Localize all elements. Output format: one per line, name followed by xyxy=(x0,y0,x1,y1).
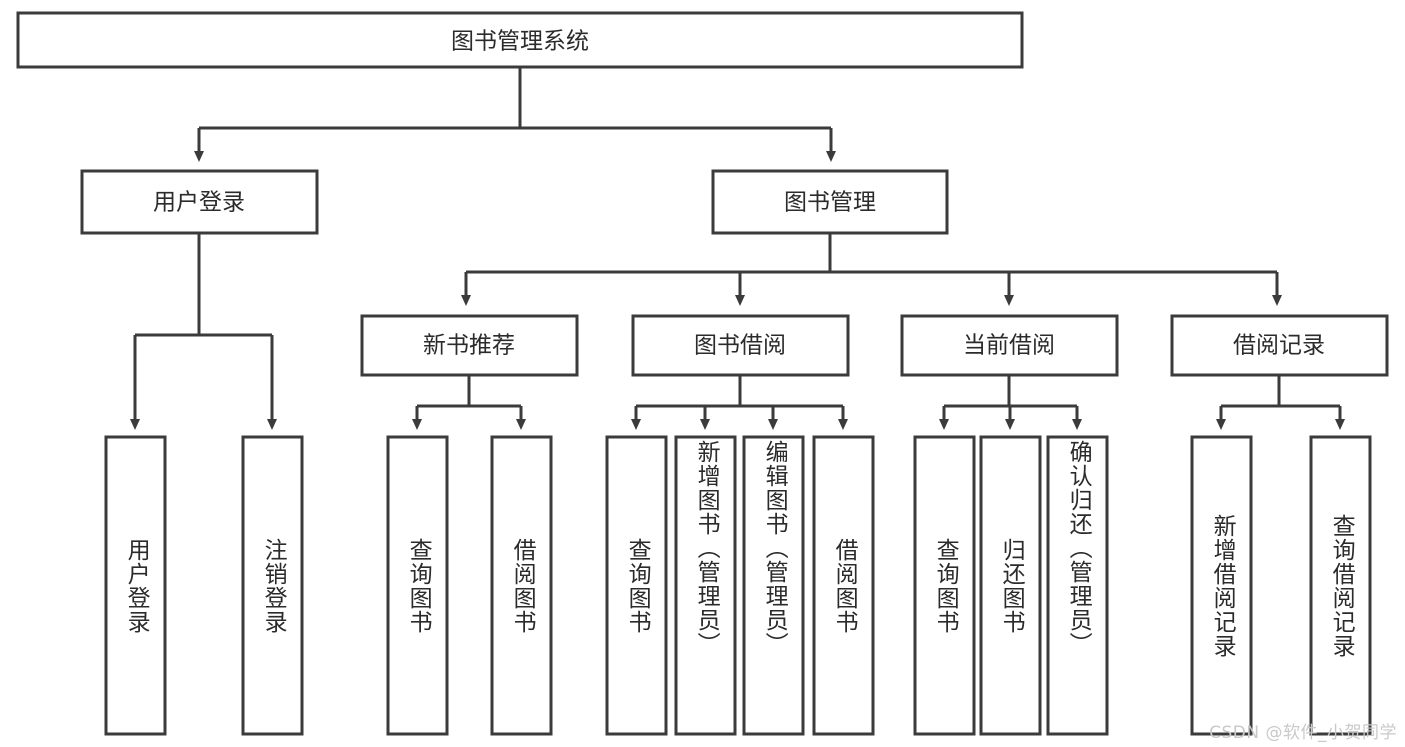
node-root-label: 图书管理系统 xyxy=(451,29,589,55)
node-leaf-add-record[interactable] xyxy=(1190,435,1253,736)
node-book-manage[interactable]: 图书管理 xyxy=(711,169,949,235)
node-root[interactable]: 图书管理系统 xyxy=(16,11,1024,69)
node-leaf-edit-book[interactable] xyxy=(742,435,805,736)
connector-bookborrow-to-leaves xyxy=(631,375,848,430)
connector-root-to-level2 xyxy=(194,67,836,162)
node-leaf-confirm-return[interactable] xyxy=(1046,435,1109,736)
node-leaf-user-logout[interactable] xyxy=(241,435,304,736)
node-new-book-recommend[interactable]: 新书推荐 xyxy=(360,314,579,377)
node-current-borrow[interactable]: 当前借阅 xyxy=(900,314,1119,377)
node-leaf-return-book[interactable] xyxy=(979,435,1042,736)
node-leaf-borrow-book-2[interactable] xyxy=(812,435,875,736)
node-book-borrow[interactable]: 图书借阅 xyxy=(631,314,850,377)
connector-currentborrow-to-leaves xyxy=(939,375,1082,430)
node-user-login-label: 用户登录 xyxy=(153,190,245,216)
node-leaf-borrow-book-1[interactable] xyxy=(490,435,553,736)
node-leaf-query-record[interactable] xyxy=(1309,435,1372,736)
node-leaf-add-book[interactable] xyxy=(674,435,737,736)
node-user-login[interactable]: 用户登录 xyxy=(80,169,319,235)
node-borrow-record-label: 借阅记录 xyxy=(1233,333,1325,359)
node-leaf-query-book-1[interactable] xyxy=(386,435,449,736)
node-leaf-user-login[interactable] xyxy=(104,435,167,736)
connector-newbook-to-leaves xyxy=(412,375,526,430)
connector-userlogin-to-leaves xyxy=(130,233,277,430)
node-borrow-record[interactable]: 借阅记录 xyxy=(1170,314,1389,377)
node-book-borrow-label: 图书借阅 xyxy=(694,333,786,359)
node-book-manage-label: 图书管理 xyxy=(784,190,876,216)
connector-borrowrecord-to-leaves xyxy=(1216,375,1345,430)
watermark-text: CSDN @软件_小贺同学 xyxy=(1209,723,1397,743)
node-new-book-recommend-label: 新书推荐 xyxy=(423,333,515,359)
connector-bookmanage-to-level3 xyxy=(461,233,1282,306)
node-leaf-query-book-3[interactable] xyxy=(913,435,976,736)
node-leaf-query-book-2[interactable] xyxy=(605,435,668,736)
node-current-borrow-label: 当前借阅 xyxy=(963,333,1055,359)
